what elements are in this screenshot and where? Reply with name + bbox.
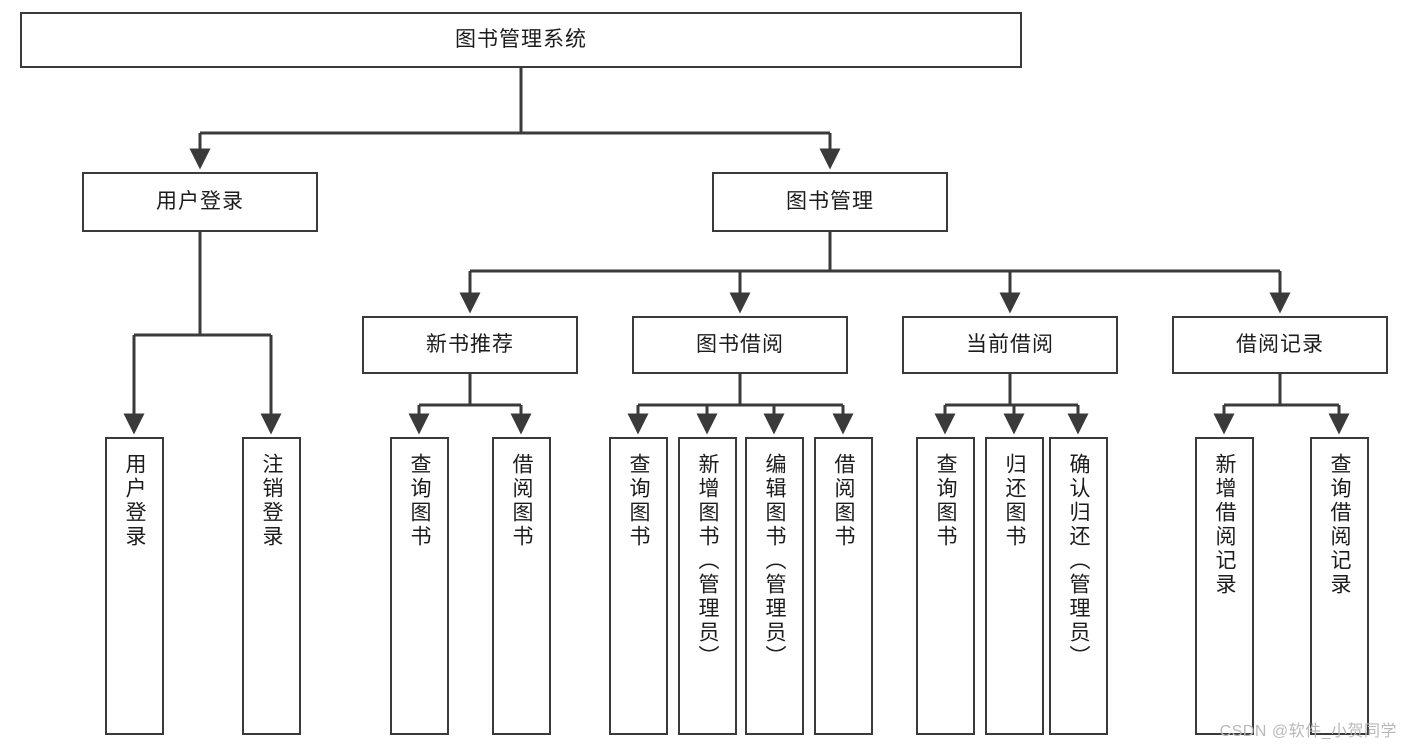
node-label: 查询图书 bbox=[408, 453, 431, 549]
node-leaf-borrow-borrow-book[interactable]: 借阅图书 bbox=[814, 437, 873, 735]
node-leaf-user-login-signin[interactable]: 用户登录 bbox=[105, 437, 164, 735]
node-user-login[interactable]: 用户登录 bbox=[82, 172, 318, 232]
node-leaf-new-book-query[interactable]: 查询图书 bbox=[390, 437, 449, 735]
node-label: 借阅图书 bbox=[832, 453, 855, 549]
node-label: 确认归还（管理员） bbox=[1067, 453, 1090, 669]
node-label: 新增借阅记录 bbox=[1213, 453, 1236, 597]
node-leaf-user-login-logout[interactable]: 注销登录 bbox=[242, 437, 301, 735]
node-label: 当前借阅 bbox=[966, 332, 1054, 356]
node-leaf-borrow-edit-book-admin[interactable]: 编辑图书（管理员） bbox=[745, 437, 804, 735]
node-label: 图书管理系统 bbox=[455, 27, 587, 51]
node-leaf-borrow-query-book[interactable]: 查询图书 bbox=[609, 437, 668, 735]
node-leaf-record-add-record[interactable]: 新增借阅记录 bbox=[1195, 437, 1254, 735]
node-label: 编辑图书（管理员） bbox=[763, 453, 786, 669]
node-leaf-record-query-record[interactable]: 查询借阅记录 bbox=[1310, 437, 1369, 735]
node-label: 图书管理 bbox=[786, 189, 874, 213]
node-label: 查询图书 bbox=[627, 453, 650, 549]
node-label: 用户登录 bbox=[156, 189, 244, 213]
node-borrow-record[interactable]: 借阅记录 bbox=[1172, 316, 1388, 374]
node-current-borrow[interactable]: 当前借阅 bbox=[902, 316, 1118, 374]
node-leaf-current-query-book[interactable]: 查询图书 bbox=[916, 437, 975, 735]
node-leaf-current-confirm-return-admin[interactable]: 确认归还（管理员） bbox=[1049, 437, 1108, 735]
node-label: 图书借阅 bbox=[696, 332, 784, 356]
node-label: 注销登录 bbox=[260, 453, 283, 549]
node-label: 查询图书 bbox=[934, 453, 957, 549]
node-label: 新书推荐 bbox=[426, 332, 514, 356]
node-book-borrow[interactable]: 图书借阅 bbox=[632, 316, 848, 374]
node-label: 查询借阅记录 bbox=[1328, 453, 1351, 597]
node-new-book-recommend[interactable]: 新书推荐 bbox=[362, 316, 578, 374]
node-leaf-new-book-borrow[interactable]: 借阅图书 bbox=[492, 437, 551, 735]
node-label: 归还图书 bbox=[1003, 453, 1026, 549]
node-leaf-borrow-add-book-admin[interactable]: 新增图书（管理员） bbox=[678, 437, 737, 735]
node-label: 用户登录 bbox=[123, 453, 146, 549]
node-book-management[interactable]: 图书管理 bbox=[712, 172, 948, 232]
node-label: 新增图书（管理员） bbox=[696, 453, 719, 669]
node-label: 借阅图书 bbox=[510, 453, 533, 549]
node-label: 借阅记录 bbox=[1236, 332, 1324, 356]
node-leaf-current-return-book[interactable]: 归还图书 bbox=[985, 437, 1044, 735]
node-root-book-management-system[interactable]: 图书管理系统 bbox=[20, 12, 1022, 68]
